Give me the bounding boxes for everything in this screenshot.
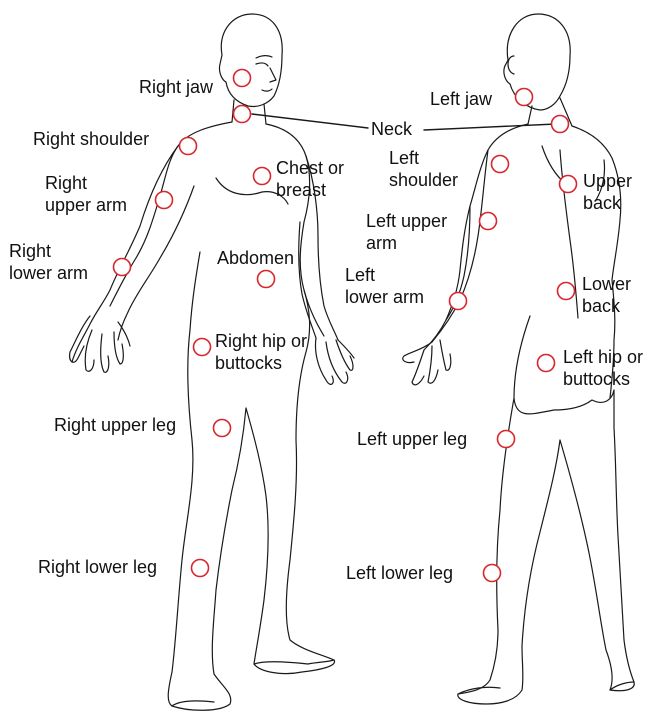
- label-right-lower-leg: Right lower leg: [38, 557, 158, 577]
- front-head-outline: [218, 13, 283, 108]
- label-upper-back: Upper back: [583, 171, 633, 213]
- back-feet: [457, 681, 635, 695]
- marker-left-shoulder[interactable]: [490, 154, 510, 174]
- marker-left-upper-arm[interactable]: [478, 211, 498, 231]
- label-left-shoulder: Left shoulder: [389, 148, 459, 190]
- front-left-arm-outline: [298, 155, 339, 341]
- marker-neck-front[interactable]: [232, 104, 252, 124]
- back-torso-outline: [423, 123, 622, 399]
- marker-left-lower-leg[interactable]: [482, 563, 502, 583]
- back-ear: [507, 55, 515, 75]
- marker-chest[interactable]: [252, 166, 272, 186]
- label-left-upper-leg: Left upper leg: [357, 429, 468, 449]
- label-left-lower-arm: Left lower arm: [345, 265, 425, 307]
- marker-right-jaw[interactable]: [232, 68, 252, 88]
- front-feet: [171, 659, 335, 707]
- label-abdomen: Abdomen: [217, 248, 295, 268]
- label-right-lower-arm: Right lower arm: [9, 241, 89, 283]
- marker-right-upper-leg[interactable]: [212, 418, 232, 438]
- label-left-jaw: Left jaw: [430, 89, 493, 109]
- marker-right-lower-arm[interactable]: [112, 257, 132, 277]
- label-right-hip: Right hip or buttocks: [215, 331, 308, 373]
- back-neck-outline: [527, 97, 573, 127]
- marker-neck-back[interactable]: [550, 114, 570, 134]
- label-left-hip: Left hip or buttocks: [563, 347, 644, 389]
- marker-left-jaw[interactable]: [514, 87, 534, 107]
- marker-right-shoulder[interactable]: [178, 136, 198, 156]
- back-head-outline: [503, 13, 571, 111]
- label-chest: Chest or breast: [276, 158, 345, 200]
- front-right-hand: [69, 315, 131, 373]
- label-left-upper-arm: Left upper arm: [366, 211, 448, 253]
- marker-right-hip[interactable]: [192, 337, 212, 357]
- front-right-arm-outline: [71, 145, 195, 363]
- marker-left-hip[interactable]: [536, 353, 556, 373]
- label-right-jaw: Right jaw: [139, 77, 214, 97]
- marker-upper-back[interactable]: [558, 174, 578, 194]
- front-neck-outline: [231, 99, 267, 125]
- front-face-details: [255, 55, 277, 92]
- back-left-hand: [402, 339, 452, 386]
- marker-right-lower-leg[interactable]: [190, 558, 210, 578]
- label-right-shoulder: Right shoulder: [33, 129, 150, 149]
- marker-abdomen[interactable]: [256, 269, 276, 289]
- front-chest-line: [215, 177, 289, 205]
- front-left-hand: [314, 337, 355, 385]
- label-right-upper-leg: Right upper leg: [54, 415, 177, 435]
- neck-leader-lines: [251, 113, 557, 131]
- marker-left-lower-arm[interactable]: [448, 291, 468, 311]
- label-neck: Neck: [371, 119, 413, 139]
- marker-lower-back[interactable]: [556, 281, 576, 301]
- label-left-lower-leg: Left lower leg: [346, 563, 454, 583]
- marker-left-upper-leg[interactable]: [496, 429, 516, 449]
- marker-right-upper-arm[interactable]: [154, 190, 174, 210]
- label-lower-back: Lower back: [582, 274, 632, 316]
- label-right-upper-arm: Right upper arm: [45, 173, 128, 215]
